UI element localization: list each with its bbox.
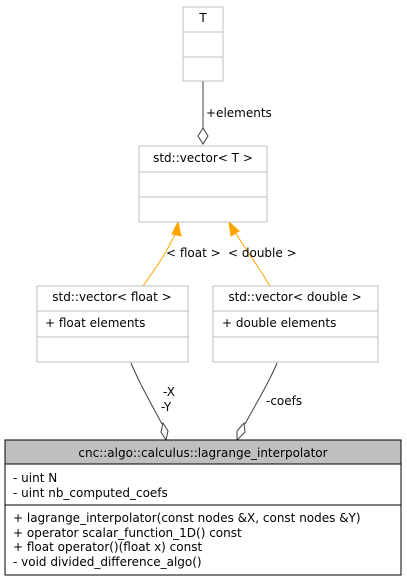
float-arrowhead-icon — [171, 220, 182, 237]
edge-elements-label: +elements — [206, 106, 272, 120]
class-box-vector-t: std::vector< T > — [138, 145, 268, 223]
attribute-double-elements: + double elements — [222, 316, 336, 330]
edge-double-instantiation: < double > — [228, 220, 297, 287]
edge-float-label: < float > — [166, 246, 221, 260]
class-title-t: T — [198, 11, 207, 25]
class-title-vector-float: std::vector< float > — [52, 290, 171, 304]
class-title-lagrange-interpolator: cnc::algo::calculus::lagrange_interpolat… — [78, 446, 327, 460]
attribute-float-elements: + float elements — [45, 316, 145, 330]
method-operator-call: + float operator()(float x) const — [13, 540, 202, 554]
class-box-lagrange-interpolator: cnc::algo::calculus::lagrange_interpolat… — [4, 439, 402, 576]
edge-float-instantiation: < float > — [142, 220, 221, 287]
edge-coefs-label: -coefs — [266, 394, 302, 408]
edge-xy-line — [130, 362, 163, 425]
xy-composition-diamond-icon — [160, 421, 169, 442]
class-box-vector-float: std::vector< float > + float elements — [36, 285, 189, 363]
edge-elements: +elements — [197, 81, 272, 145]
class-title-vector-double: std::vector< double > — [228, 290, 361, 304]
coefs-composition-diamond-icon — [236, 421, 246, 442]
method-operator-scalar-function: + operator scalar_function_1D() const — [13, 526, 242, 540]
method-divided-difference-algo: - void divided_difference_algo() — [13, 555, 202, 569]
edge-xy: -X -Y — [130, 362, 175, 442]
edge-coefs-line — [244, 362, 278, 425]
edge-double-label: < double > — [228, 246, 297, 260]
attribute-nb-computed-coefs: - uint nb_computed_coefs — [13, 486, 168, 500]
edge-y-label: -Y — [161, 400, 172, 414]
attribute-uint-n: - uint N — [13, 471, 57, 485]
double-arrowhead-icon — [228, 220, 240, 237]
class-box-vector-double: std::vector< double > + double elements — [212, 285, 379, 363]
class-title-vector-t: std::vector< T > — [153, 151, 253, 165]
class-box-t: T — [182, 6, 224, 82]
edge-float-line — [142, 231, 177, 287]
composition-diamond-icon — [197, 127, 209, 145]
edge-double-line — [234, 231, 271, 287]
edge-coefs: -coefs — [236, 362, 302, 442]
method-constructor: + lagrange_interpolator(const nodes &X, … — [13, 511, 361, 525]
edge-x-label: -X — [163, 385, 175, 399]
